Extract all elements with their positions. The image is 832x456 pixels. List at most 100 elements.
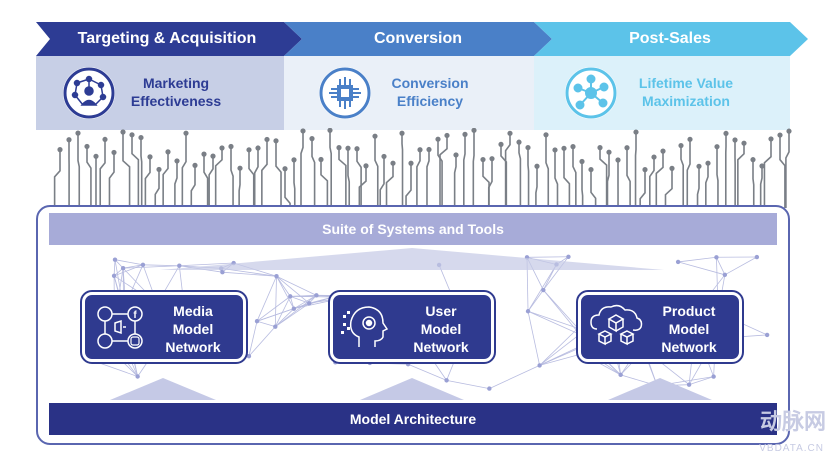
- user-model-network: User Model Network: [328, 290, 496, 364]
- circuit-node: [417, 147, 423, 153]
- circuit-node: [453, 152, 459, 158]
- circuit-trace: [405, 163, 412, 208]
- mesh-link: [539, 334, 580, 366]
- circuit-node: [156, 166, 162, 173]
- mesh-link: [539, 327, 579, 366]
- circuit-node: [471, 128, 477, 133]
- spotlights: [110, 248, 712, 400]
- circuit-node: [282, 166, 288, 172]
- circuit-trace: [463, 134, 466, 208]
- mesh-link: [222, 271, 277, 277]
- panel-label-conversion: Conversion Efficiency: [380, 74, 480, 110]
- chip-icon: [319, 67, 371, 119]
- circuit-node: [93, 153, 99, 159]
- circuit-node: [66, 137, 72, 143]
- circuit-trace: [686, 139, 691, 208]
- circuit-node: [606, 149, 612, 155]
- circuit-node: [741, 140, 747, 146]
- mesh-link: [275, 308, 295, 327]
- circuit-node: [705, 160, 711, 166]
- panel-marketing: Marketing Effectiveness: [36, 56, 284, 130]
- stage-arrow-conversion: [284, 22, 552, 56]
- circuit-node: [111, 149, 117, 156]
- circuit-trace: [563, 148, 571, 208]
- circuit-trace: [385, 163, 394, 208]
- mesh-link: [256, 302, 310, 322]
- mesh-node: [120, 265, 126, 271]
- mesh-node: [111, 273, 117, 279]
- circuit-trace: [374, 136, 379, 208]
- circuit-node: [300, 128, 306, 134]
- circuit-trace: [696, 166, 700, 208]
- panel-label-marketing: Marketing Effectiveness: [124, 74, 228, 110]
- circuit-node: [336, 145, 342, 151]
- circuit-node: [759, 163, 765, 169]
- media-network-label: Media Model Network: [153, 302, 233, 356]
- mesh-link: [256, 296, 291, 322]
- circuit-node: [777, 132, 783, 138]
- mesh-link: [142, 264, 180, 267]
- label-line: Model: [420, 321, 462, 337]
- circuit-node: [516, 139, 522, 145]
- product-model-network: Product Model Network: [576, 290, 744, 364]
- mesh-node: [525, 309, 531, 314]
- circuit-trace: [487, 158, 493, 208]
- circuit-node: [615, 157, 621, 163]
- circuit-node: [435, 136, 441, 142]
- circuit-node: [354, 146, 360, 152]
- circuit-trace: [655, 151, 664, 208]
- circuit-node: [588, 166, 594, 173]
- spotlight-media: [110, 378, 216, 400]
- circuit-trace: [230, 146, 234, 208]
- mesh-node: [405, 362, 411, 367]
- circuit-node: [75, 130, 81, 136]
- mesh-link: [527, 289, 544, 312]
- label-line: Efficiency: [396, 93, 464, 109]
- circuit-node: [273, 138, 279, 144]
- stage-title-targeting: Targeting & Acquisition: [77, 30, 257, 47]
- mesh-node: [307, 301, 312, 306]
- circuit-node: [723, 130, 729, 137]
- mesh-node: [273, 324, 278, 329]
- circuit-node: [696, 163, 702, 169]
- circuit-node: [399, 130, 405, 136]
- mesh-node: [288, 294, 293, 299]
- circuit-trace: [779, 135, 786, 208]
- label-line: Model: [668, 321, 710, 337]
- mesh-link: [123, 264, 144, 269]
- label-line: Effectiveness: [130, 93, 222, 109]
- circuit-trace: [338, 147, 347, 208]
- circuit-trace: [439, 135, 448, 208]
- circuit-node: [480, 156, 486, 163]
- circuit-trace: [214, 148, 223, 208]
- label-line: Media: [173, 303, 213, 319]
- circuit-trace: [275, 140, 282, 208]
- circuit-trace: [649, 157, 655, 208]
- circuit-trace: [181, 133, 187, 208]
- spotlight-user: [360, 378, 464, 400]
- media-model-network: f Media Model Network: [80, 290, 248, 364]
- circuit-node: [579, 158, 585, 165]
- circuit-trace: [174, 160, 178, 208]
- circuit-node: [120, 129, 126, 135]
- mesh-node: [254, 319, 260, 324]
- cloud-cubes-icon: [587, 301, 645, 353]
- circuit-node: [183, 130, 189, 136]
- circuit-trace: [144, 156, 151, 208]
- mesh-link: [407, 363, 447, 381]
- circuit-node: [381, 153, 387, 160]
- circuit-node: [426, 146, 432, 153]
- circuit-node: [219, 145, 225, 151]
- mesh-node: [722, 272, 728, 278]
- mesh-link: [276, 275, 310, 304]
- stage-arrow-targeting: [36, 22, 302, 56]
- mesh-link: [248, 326, 276, 357]
- circuit-trace: [763, 138, 772, 208]
- circuit-trace: [590, 169, 597, 208]
- mesh-link: [539, 346, 582, 366]
- circuit-node: [327, 128, 333, 133]
- stage-arrows: [36, 22, 808, 56]
- mesh-link: [248, 321, 258, 357]
- circuit-trace: [379, 156, 385, 208]
- circuit-node: [561, 145, 567, 151]
